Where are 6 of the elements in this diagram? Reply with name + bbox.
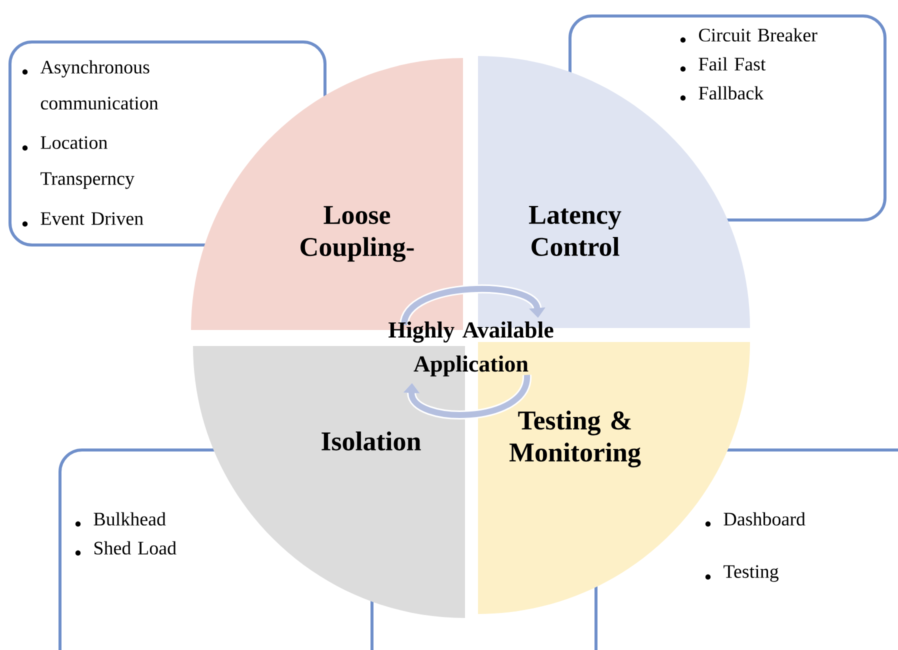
bullet-item: Circuit Breaker <box>698 28 818 42</box>
bullet-item: Shed Load <box>94 541 176 555</box>
bullet-item: Location Transperncy <box>40 136 134 189</box>
bullet-item: Event Driven <box>40 212 144 225</box>
bullet-item: Bulkhead <box>94 512 166 526</box>
bullet-item: Asynchronous communication <box>40 60 158 110</box>
